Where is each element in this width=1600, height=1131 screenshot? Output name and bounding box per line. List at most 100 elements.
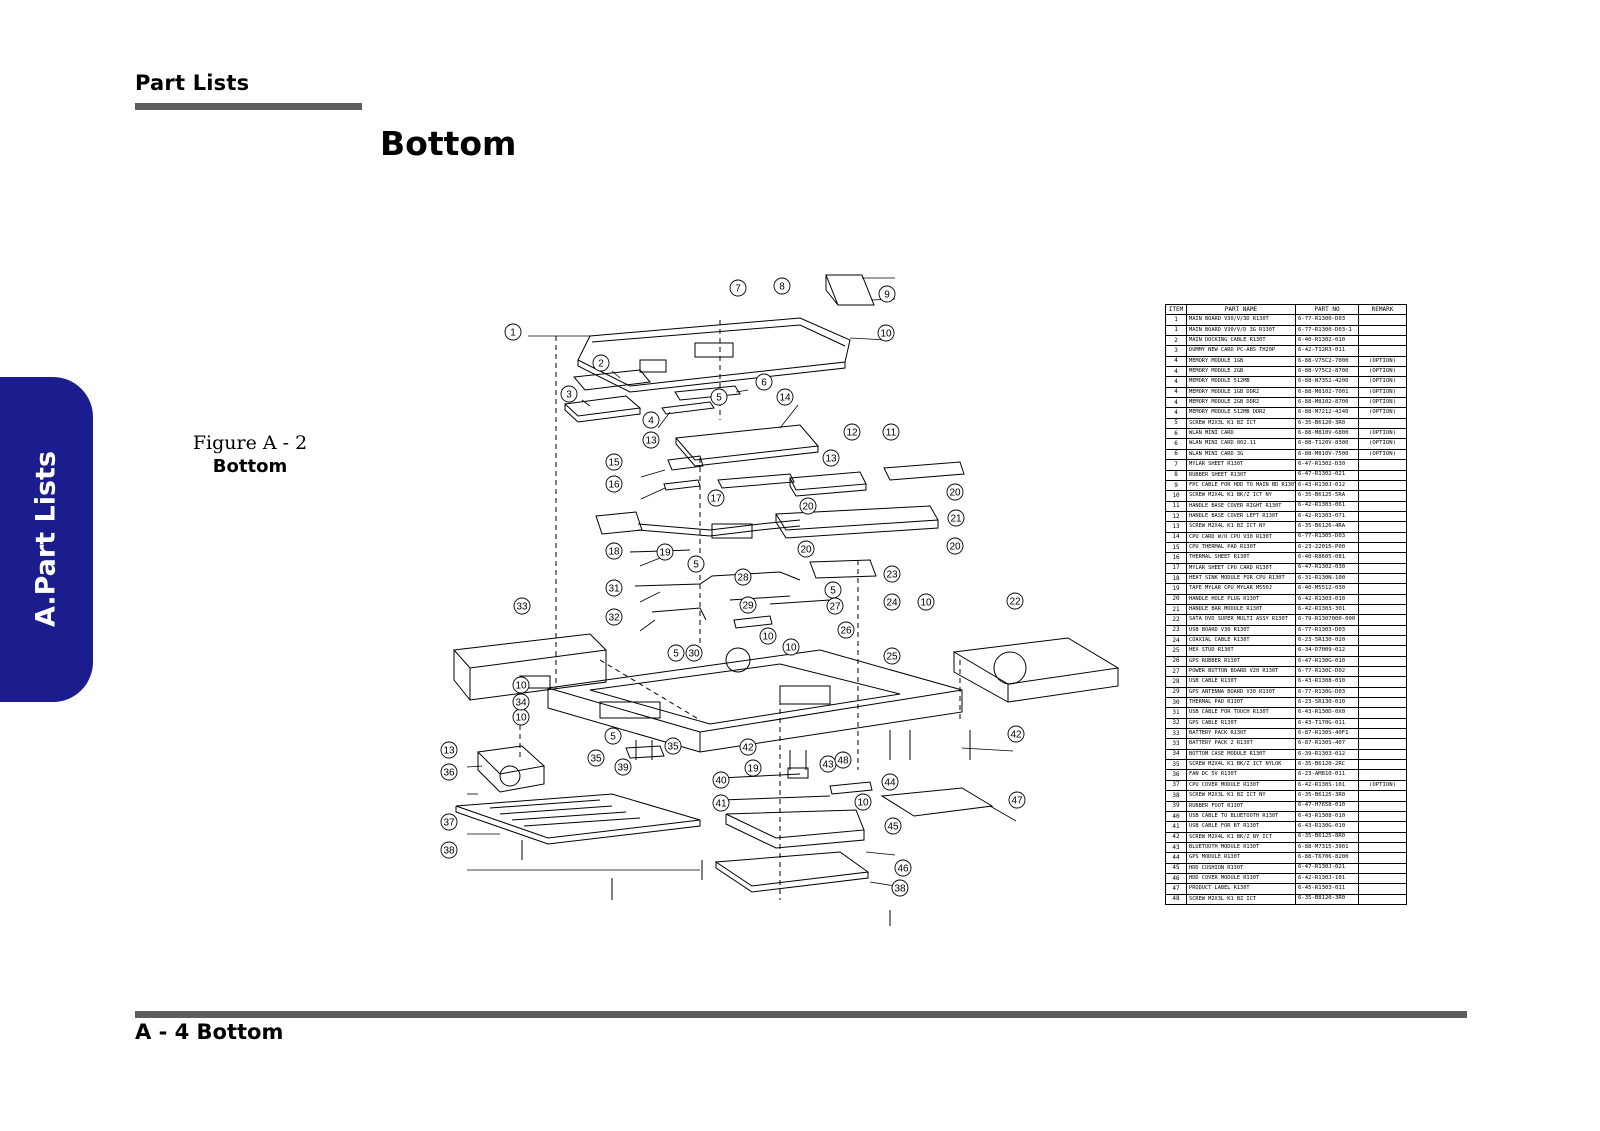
callout-label: 13 (645, 436, 657, 447)
part-name-cell: HANDLE HOLE PLUG R130T (1186, 593, 1296, 605)
item-cell: 4 (1165, 376, 1187, 388)
remark-cell: (OPTION) (1358, 376, 1407, 388)
part-name-cell: RUBBER SHEET R130T (1186, 469, 1296, 481)
remark-cell: (OPTION) (1358, 428, 1407, 440)
side-tab-label: A.Part Lists (30, 450, 62, 628)
handle-bar (775, 505, 939, 539)
callout-label: 29 (742, 601, 754, 612)
usb-board-part (809, 559, 877, 579)
callout-circle (776, 388, 794, 406)
item-cell: 16 (1165, 552, 1187, 564)
part-name-cell: GPS RUBBER R130T (1186, 655, 1296, 668)
item-cell: 9 (1165, 479, 1187, 492)
main-board-part (577, 317, 851, 393)
callout-label: 13 (825, 454, 837, 465)
callout-circle (667, 644, 685, 662)
side-tab[interactable]: A.Part Lists (0, 377, 93, 702)
item-cell: 5 (1165, 417, 1187, 430)
part-name-cell: GPS MODULE R130T (1186, 852, 1296, 864)
callout-label: 28 (737, 573, 749, 584)
part-no-cell: 6-35-B6125-8R0 (1295, 831, 1359, 843)
part-no-cell: 6-88-V75C2-8700 (1295, 366, 1359, 378)
part-name-cell: SATA DVD SUPER MULTI ASSY R130T (1186, 614, 1296, 626)
part-name-cell: HANDLE BASE COVER LEFT R130T (1186, 510, 1296, 523)
callout-label: 38 (443, 846, 455, 857)
callout-label: 10 (515, 713, 527, 724)
part-no-cell: 6-35-B6126-4RA (1295, 521, 1359, 533)
item-cell: 1 (1165, 314, 1187, 326)
part-no-cell: 6-47-R1302-030 (1295, 562, 1359, 574)
callout-circle (504, 323, 522, 341)
remark-cell (1358, 479, 1407, 492)
part-name-cell: SCREW M2X3L K1 BZ ICT (1186, 417, 1296, 430)
part-no-cell: 6-42-R130S-101 (1295, 779, 1359, 792)
callout-circle (1008, 791, 1026, 809)
remark-cell (1358, 469, 1407, 481)
callout-circle (1007, 725, 1025, 743)
part-name-cell: POWER BUTTON BOARD V20 R130T (1186, 666, 1296, 678)
callout-label: 20 (802, 502, 814, 513)
callout-circle (883, 647, 901, 665)
part-no-cell: 6-88-M8102-7001 (1295, 386, 1359, 399)
part-no-cell: 6-35-B6125-3R0 (1295, 790, 1359, 802)
item-cell: 1 (1165, 324, 1187, 337)
callout-circle (512, 676, 530, 694)
part-name-cell: SCREW M2X4L K1 BZ ICT NY (1186, 521, 1296, 533)
part-name-cell: PRODUCT LABEL R130T (1186, 883, 1296, 895)
callout-label: 47 (1011, 796, 1023, 807)
callout-circle (605, 475, 623, 493)
callout-circle (947, 509, 965, 527)
part-name-cell: HDD CUSHION R130T (1186, 862, 1296, 874)
part-name-cell: HANDLE BAR MODULE R130T (1186, 603, 1296, 616)
callout-circle (894, 859, 912, 877)
remark-cell (1358, 510, 1407, 523)
callout-label: 36 (443, 768, 455, 779)
callout-circle (877, 324, 895, 342)
callout-circle (642, 411, 660, 429)
callout-label: 25 (886, 652, 898, 663)
col-part-no-header: PART NO (1295, 303, 1359, 316)
remark-cell (1358, 893, 1407, 905)
part-no-cell: 6-39-R1303-012 (1295, 748, 1359, 761)
callout-circle (710, 388, 728, 406)
docking-cable-part (573, 369, 651, 391)
part-no-cell: 6-42-R1303-010 (1295, 593, 1359, 605)
remark-cell (1358, 335, 1407, 347)
callout-label: 2 (598, 359, 604, 370)
item-cell: 24 (1165, 634, 1187, 647)
item-cell: 30 (1165, 697, 1187, 709)
part-name-cell: BOTTOM CASE MODULE R130T (1186, 748, 1296, 761)
remark-cell (1358, 883, 1407, 895)
exploded-drawing: 1234555556781010101010101011121313131415… (440, 274, 1120, 926)
callout-circle (744, 759, 762, 777)
remark-cell (1358, 759, 1407, 771)
item-cell: 18 (1165, 572, 1187, 585)
part-no-cell: 6-88-M810V-7500 (1295, 448, 1359, 461)
remark-cell (1358, 862, 1407, 874)
callout-label: 24 (886, 598, 898, 609)
callout-circle (822, 449, 840, 467)
callout-label: 34 (515, 698, 527, 709)
callout-label: 5 (716, 393, 722, 404)
item-cell: 25 (1165, 645, 1187, 657)
callout-label: 33 (516, 602, 528, 613)
remark-cell (1358, 634, 1407, 647)
remark-cell (1358, 748, 1407, 761)
